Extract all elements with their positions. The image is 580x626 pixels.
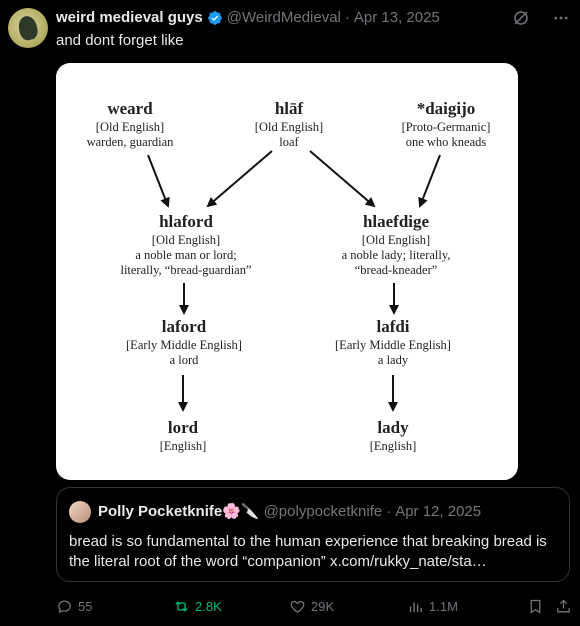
author-handle[interactable]: @WeirdMedieval	[226, 9, 341, 26]
node-hlaf: hlāf [Old English] loaf	[255, 99, 323, 149]
node-language: [Proto-Germanic]	[402, 120, 491, 134]
node-word: *daigijo	[417, 99, 476, 118]
node-daigijo: *daigijo [Proto-Germanic] one who kneads	[402, 99, 491, 149]
like-button[interactable]: 29K	[289, 598, 334, 615]
node-word: hlaford	[159, 212, 213, 231]
share-button[interactable]	[555, 598, 572, 615]
node-lady: lady [English]	[370, 418, 417, 453]
node-hlaford: hlaford [Old English] a noble man or lor…	[120, 212, 251, 277]
tweet-header: weird medieval guys @WeirdMedieval · Apr…	[56, 9, 440, 26]
grok-icon[interactable]	[512, 9, 530, 27]
node-language: [Old English]	[152, 233, 220, 247]
author-name[interactable]: weird medieval guys	[56, 9, 203, 26]
tweet-date[interactable]: Apr 13, 2025	[353, 9, 440, 26]
node-language: [Old English]	[255, 120, 323, 134]
node-gloss: “bread-kneader”	[355, 263, 438, 277]
node-word: lord	[168, 418, 199, 437]
bookmark-icon	[530, 599, 541, 614]
node-language: [Early Middle English]	[126, 338, 242, 352]
quoted-tweet-text: bread is so fundamental to the human exp…	[69, 533, 547, 570]
node-gloss: one who kneads	[406, 135, 487, 149]
node-hlaefdige: hlaefdige [Old English] a noble lady; li…	[342, 212, 451, 277]
quoted-author-name[interactable]: Polly Pocketknife🌸🔪	[98, 503, 260, 520]
arrow-hlaf-hlaford	[206, 150, 273, 208]
node-language: [Old English]	[96, 120, 164, 134]
node-word: lady	[377, 418, 409, 437]
repost-count: 2.8K	[195, 599, 222, 614]
node-gloss: warden, guardian	[87, 135, 175, 149]
repost-icon	[175, 601, 188, 612]
verified-badge-icon	[207, 10, 222, 25]
bookmark-button[interactable]	[527, 598, 544, 615]
node-language: [English]	[370, 439, 417, 453]
heart-icon	[290, 600, 305, 613]
node-weard: weard [Old English] warden, guardian	[87, 99, 175, 149]
node-gloss: a lady	[378, 353, 409, 367]
reply-count: 55	[78, 599, 93, 614]
node-laford: laford [Early Middle English] a lord	[126, 317, 242, 367]
separator-dot: ·	[386, 502, 392, 520]
node-language: [Early Middle English]	[335, 338, 451, 352]
node-word: hlāf	[275, 99, 304, 118]
tweet-actions-bar: 55 2.8K 29K 1.1M	[56, 598, 570, 618]
quoted-author-avatar[interactable]	[69, 501, 91, 523]
arrow-weard-hlaford	[147, 154, 170, 208]
node-gloss: a lord	[170, 353, 200, 367]
node-gloss: literally, “bread-guardian”	[120, 263, 251, 277]
more-options-icon[interactable]	[552, 9, 570, 27]
node-gloss: loaf	[279, 135, 299, 149]
repost-button[interactable]: 2.8K	[173, 598, 222, 615]
tweet-top-actions	[512, 9, 570, 27]
node-word: hlaefdige	[363, 212, 430, 231]
node-language: [Old English]	[362, 233, 430, 247]
share-icon	[557, 599, 570, 613]
arrow-daigijo-hlaefdige	[418, 154, 441, 208]
reply-icon	[58, 600, 71, 614]
analytics-icon	[409, 602, 422, 613]
separator-dot: ·	[344, 9, 350, 26]
tweet-text: and dont forget like	[56, 32, 184, 49]
etymology-diagram: weard [Old English] warden, guardian hlā…	[87, 99, 491, 453]
quoted-author-handle[interactable]: @polypocketknife	[263, 502, 383, 520]
node-lord: lord [English]	[160, 418, 207, 453]
tweet-media-image[interactable]: weard [Old English] warden, guardian hlā…	[56, 63, 518, 480]
node-language: [English]	[160, 439, 207, 453]
arrow-hlaf-hlaefdige	[309, 150, 376, 208]
quoted-tweet-date[interactable]: Apr 12, 2025	[395, 502, 482, 520]
node-gloss: a noble lady; literally,	[342, 248, 451, 262]
author-avatar[interactable]	[8, 8, 48, 48]
quoted-tweet-header: Polly Pocketknife🌸🔪 @polypocketknife · A…	[98, 502, 482, 521]
quoted-tweet[interactable]: Polly Pocketknife🌸🔪 @polypocketknife · A…	[56, 487, 570, 582]
view-count: 1.1M	[429, 599, 458, 614]
like-count: 29K	[311, 599, 335, 614]
node-word: lafdi	[376, 317, 409, 336]
node-gloss: a noble man or lord;	[135, 248, 236, 262]
reply-button[interactable]: 55	[56, 598, 92, 615]
node-lafdi: lafdi [Early Middle English] a lady	[335, 317, 451, 367]
node-word: laford	[162, 317, 207, 336]
node-word: weard	[107, 99, 153, 118]
views-button[interactable]: 1.1M	[407, 598, 458, 615]
